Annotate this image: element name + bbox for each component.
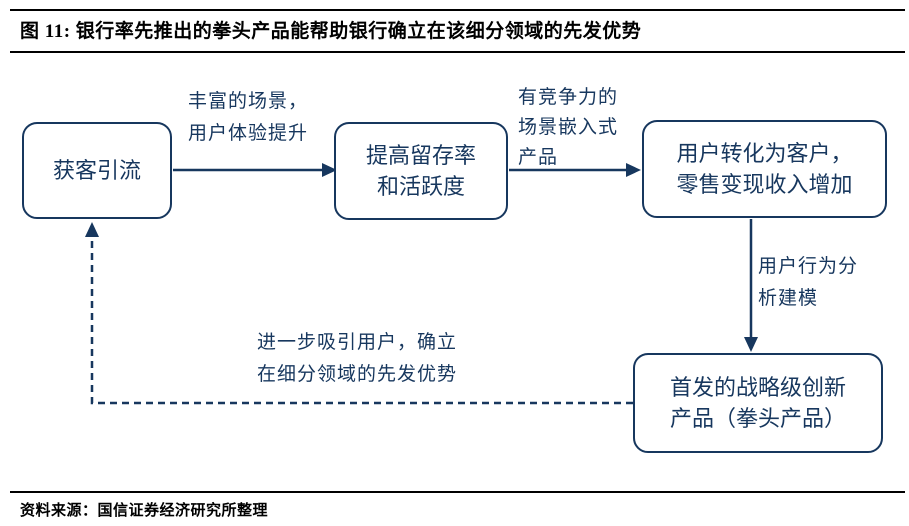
edge-label-embedded-products: 有竞争力的 场景嵌入式 产品: [518, 87, 619, 168]
arrow-acquire-to-retention-icon: [173, 163, 337, 177]
title-underline-rule: [10, 51, 905, 53]
source-rule: [10, 491, 905, 493]
source-text: 资料来源：国信证券经济研究所整理: [20, 503, 269, 519]
figure-title: 图 11: 银行率先推出的拳头产品能帮助银行确立在该细分领域的先发优势: [20, 21, 642, 42]
node-acquire-traffic: 获客引流: [22, 122, 172, 219]
edge-label-behavior-modeling: 用户行为分 析建模: [758, 256, 859, 309]
node-retention-activity: 提高留存率 和活跃度: [334, 122, 508, 220]
arrow-convert-to-product-icon: [744, 219, 758, 352]
edge-label-rich-scenes: 丰富的场景， 用户体验提升: [188, 91, 309, 144]
node-flagship-product: 首发的战略级创新 产品（拳头产品）: [633, 353, 883, 453]
node-user-conversion: 用户转化为客户， 零售变现收入增加: [642, 120, 887, 218]
edge-label-first-mover-advantage: 进一步吸引用户，确立 在细分领域的先发优势: [257, 332, 458, 385]
top-rule: [10, 9, 905, 11]
